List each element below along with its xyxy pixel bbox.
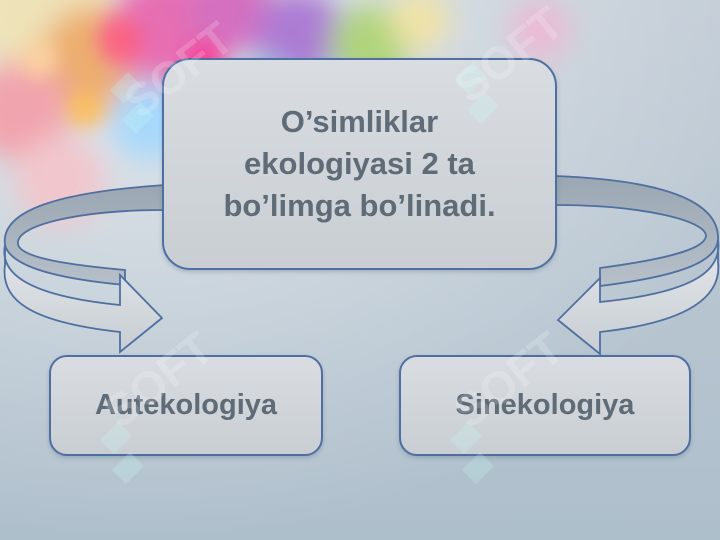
- child-node-label: Autekologiya: [94, 389, 278, 421]
- root-node: O’simliklar ekologiyasi 2 ta bo’limga bo…: [162, 58, 557, 270]
- child-node-label: Sinekologiya: [455, 389, 635, 421]
- left-curved-arrow: [3, 184, 166, 354]
- root-node-label: O’simliklar ekologiyasi 2 ta bo’limga bo…: [223, 104, 496, 223]
- child-node-sinekologiya: Sinekologiya: [399, 355, 691, 456]
- child-node-autekologiya: Autekologiya: [49, 355, 323, 456]
- right-curved-arrow: [554, 175, 720, 356]
